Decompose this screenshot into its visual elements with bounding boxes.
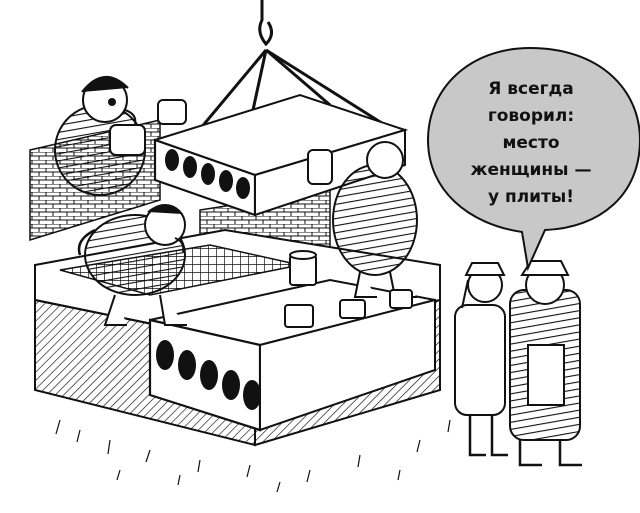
worker-woman-right: [307, 141, 418, 298]
speech-line: Я всегда: [488, 79, 574, 99]
speech-line: женщины —: [470, 160, 592, 180]
buckets: [284, 250, 413, 328]
worker-woman-bending: [77, 204, 187, 326]
speech-bubble: [426, 46, 640, 272]
ground-scribbles: [55, 419, 451, 493]
worker-woman-left: [54, 76, 187, 196]
speech-line: место: [502, 133, 560, 153]
speech-line: у плиты!: [487, 187, 575, 207]
speech-line: говорил:: [487, 106, 575, 126]
supervisor-men: [454, 260, 582, 467]
speech-bubble-text: Я всегда говорил: место женщины — у плит…: [438, 76, 624, 211]
